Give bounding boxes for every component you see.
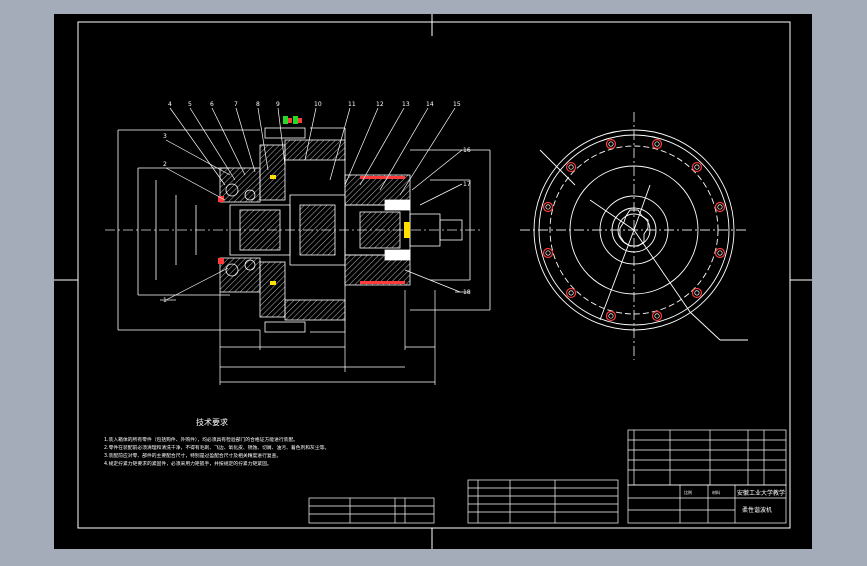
material-label: 材料 bbox=[712, 489, 720, 495]
bolt-hole-inner bbox=[694, 164, 700, 170]
tech-requirement-line: 4.规定拧紧力矩要求的紧固件，必须采用力矩扳手，并按规定的拧紧力矩紧固。 bbox=[104, 460, 272, 467]
sheet-frame bbox=[54, 14, 812, 549]
tech-requirement-line: 2.零件在装配前必须清理和清洗干净，不得有毛刺、飞边、氧化皮、锈蚀、切屑、油污、… bbox=[104, 444, 329, 451]
callout-number: 18 bbox=[463, 289, 471, 296]
school-name: 安徽工业大学教学 bbox=[737, 489, 785, 497]
end-view bbox=[520, 112, 748, 360]
bolt-hole bbox=[542, 201, 554, 213]
dimension-lines bbox=[219, 290, 436, 385]
balloon-number: 6 bbox=[210, 101, 214, 108]
bolt-hole-inner bbox=[608, 313, 614, 319]
parts-list bbox=[308, 429, 787, 524]
bolt-hole bbox=[691, 287, 703, 299]
bolt-hole bbox=[605, 310, 617, 322]
callout-number: 3 bbox=[163, 133, 167, 140]
section-accents bbox=[218, 116, 410, 285]
bolt-hole-inner bbox=[545, 250, 551, 256]
title-block: 安徽工业大学教学 柔性谐波机 比例 材料 bbox=[684, 489, 785, 514]
balloon-number: 7 bbox=[234, 101, 238, 108]
bolt-hole-inner bbox=[568, 164, 574, 170]
tech-requirements-title: 技术要求 bbox=[196, 417, 228, 427]
bolt-hole-inner bbox=[717, 250, 723, 256]
callout-number: 16 bbox=[463, 147, 471, 154]
balloon-number: 13 bbox=[402, 101, 410, 108]
bolt-hole-inner bbox=[654, 141, 660, 147]
balloon-number: 4 bbox=[168, 101, 172, 108]
balloon-number: 10 bbox=[314, 101, 322, 108]
bolt-hole bbox=[691, 161, 703, 173]
bolt-hole bbox=[605, 138, 617, 150]
balloon-labels: 4 5 6 7 8 9 10 11 12 13 14 15 3 2 1 16 17 18 bbox=[163, 101, 471, 304]
balloon-number: 12 bbox=[376, 101, 384, 108]
balloon-number: 9 bbox=[276, 101, 280, 108]
bolt-hole bbox=[714, 247, 726, 259]
section-view bbox=[105, 129, 491, 331]
bolt-hole bbox=[714, 201, 726, 213]
bolt-hole bbox=[651, 310, 663, 322]
bolt-hole-inner bbox=[654, 313, 660, 319]
bolt-hole-inner bbox=[694, 290, 700, 296]
tech-requirement-line: 1.装入箱体的所有零件（包括购件、外购件），均必须具有检验部门的合格证方能进行装… bbox=[104, 436, 298, 443]
tech-requirement-line: 3.装配前应对零、部件的主要配合尺寸，特别是过盈配合尺寸及相关精度进行复查。 bbox=[104, 452, 281, 459]
bolt-hole bbox=[565, 161, 577, 173]
tech-requirements: 技术要求 1.装入箱体的所有零件（包括购件、外购件），均必须具有检验部门的合格证… bbox=[104, 417, 329, 467]
drawing-name: 柔性谐波机 bbox=[742, 506, 772, 514]
leader-lines bbox=[160, 107, 470, 301]
bolt-holes bbox=[542, 138, 726, 322]
balloon-number: 14 bbox=[426, 101, 434, 108]
balloon-number: 5 bbox=[188, 101, 192, 108]
balloon-number: 15 bbox=[453, 101, 461, 108]
scale-label: 比例 bbox=[684, 489, 692, 495]
bolt-hole bbox=[542, 247, 554, 259]
callout-number: 2 bbox=[163, 161, 167, 168]
balloon-number: 11 bbox=[348, 101, 356, 108]
bolt-hole-inner bbox=[568, 290, 574, 296]
housing-section bbox=[219, 127, 463, 333]
bolt-hole bbox=[565, 287, 577, 299]
balloon-number: 8 bbox=[256, 101, 260, 108]
bolt-hole-inner bbox=[545, 204, 551, 210]
bolt-hole bbox=[651, 138, 663, 150]
callout-number: 17 bbox=[463, 181, 471, 188]
callout-number: 1 bbox=[163, 297, 167, 304]
bolt-hole-inner bbox=[608, 141, 614, 147]
bolt-hole-inner bbox=[717, 204, 723, 210]
